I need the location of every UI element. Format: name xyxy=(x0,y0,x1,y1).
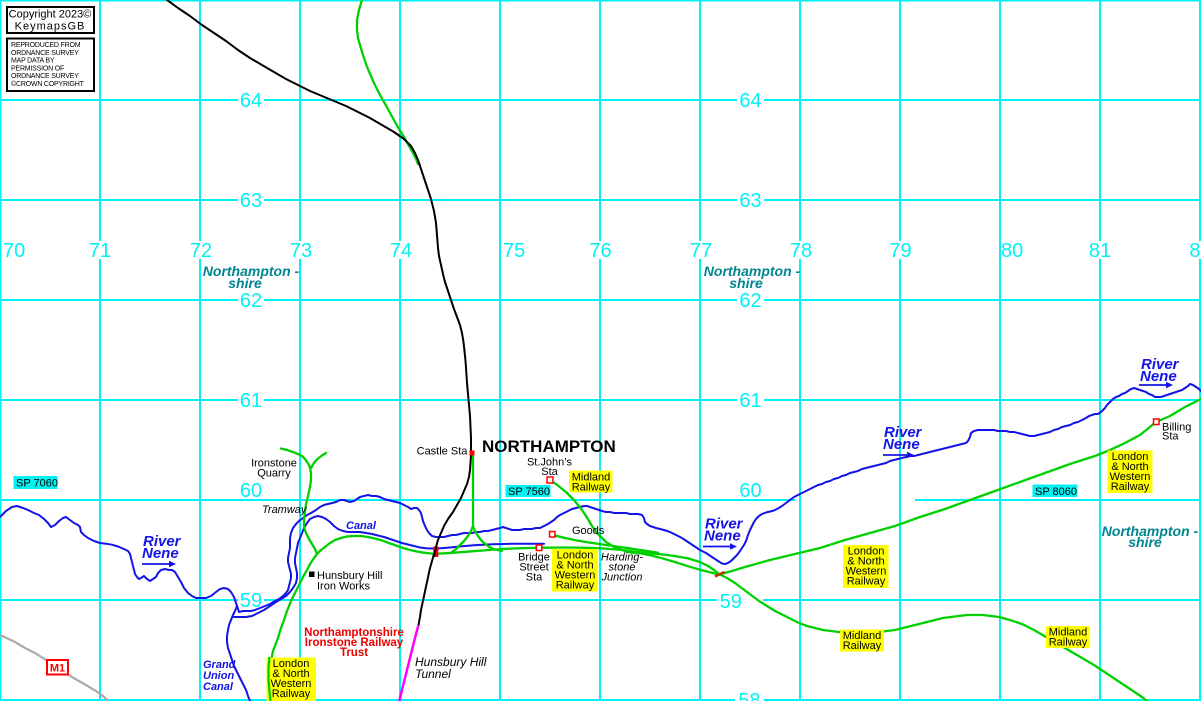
svg-text:shire: shire xyxy=(1128,534,1162,550)
svg-text:61: 61 xyxy=(240,390,262,412)
svg-text:REPRODUCED FROM: REPRODUCED FROM xyxy=(11,42,81,49)
svg-text:Western: Western xyxy=(555,570,596,582)
svg-text:Midland: Midland xyxy=(843,630,882,642)
svg-text:SP 7060: SP 7060 xyxy=(16,478,58,490)
svg-text:Junction: Junction xyxy=(601,572,643,584)
svg-text:Railway: Railway xyxy=(556,580,595,592)
svg-text:76: 76 xyxy=(589,240,611,262)
svg-text:Midland: Midland xyxy=(572,472,611,484)
svg-text:74: 74 xyxy=(390,240,412,262)
svg-text:SP 8060: SP 8060 xyxy=(1035,486,1077,498)
svg-text:MAP DATA BY: MAP DATA BY xyxy=(11,58,55,65)
svg-text:77: 77 xyxy=(690,240,712,262)
svg-text:Railway: Railway xyxy=(847,576,886,588)
svg-text:River Nene: River Nene xyxy=(1140,356,1183,385)
svg-text:Northampton -: Northampton - xyxy=(203,263,300,279)
svg-text:Union: Union xyxy=(203,670,234,682)
svg-text:Western: Western xyxy=(846,566,887,578)
svg-text:Iron Works: Iron Works xyxy=(317,581,370,593)
svg-text:Copyright 2023©: Copyright 2023© xyxy=(9,9,92,21)
svg-text:64: 64 xyxy=(240,90,262,112)
svg-text:Tramway: Tramway xyxy=(262,504,308,516)
svg-text:81: 81 xyxy=(1089,240,1111,262)
svg-text:Railway: Railway xyxy=(272,688,311,700)
svg-text:Sta: Sta xyxy=(526,572,543,584)
svg-text:Western: Western xyxy=(271,678,312,690)
svg-text:79: 79 xyxy=(889,240,911,262)
svg-text:Northampton -: Northampton - xyxy=(1102,523,1199,539)
svg-text:shire: shire xyxy=(729,275,763,291)
svg-text:Railway: Railway xyxy=(1049,637,1088,649)
svg-text:Trust: Trust xyxy=(340,647,368,659)
svg-text:Canal: Canal xyxy=(203,681,234,693)
svg-text:Tunnel: Tunnel xyxy=(415,667,451,681)
svg-text:Ironstone Railway: Ironstone Railway xyxy=(305,637,404,649)
svg-text:75: 75 xyxy=(503,240,525,262)
svg-text:shire: shire xyxy=(228,275,262,291)
svg-text:70: 70 xyxy=(3,240,25,262)
svg-text:Hunsbury Hill: Hunsbury Hill xyxy=(317,570,382,582)
svg-text:River Nene: River Nene xyxy=(142,533,185,562)
svg-text:& North: & North xyxy=(847,556,884,568)
svg-text:Harding-: Harding- xyxy=(601,552,644,564)
svg-text:Quarry: Quarry xyxy=(257,468,291,480)
svg-text:Street: Street xyxy=(519,562,548,574)
svg-text:Northamptonshire: Northamptonshire xyxy=(304,627,404,639)
svg-text:London: London xyxy=(848,546,885,558)
svg-text:59: 59 xyxy=(720,591,742,613)
svg-text:Railway: Railway xyxy=(572,482,611,494)
svg-text:PERMISSION OF: PERMISSION OF xyxy=(11,65,64,72)
svg-text:Railway: Railway xyxy=(843,640,882,652)
svg-text:& North: & North xyxy=(1111,461,1148,473)
svg-text:River Nene: River Nene xyxy=(704,516,747,545)
svg-text:71: 71 xyxy=(89,240,111,262)
svg-text:River Nene: River Nene xyxy=(883,424,926,453)
svg-text:London: London xyxy=(557,550,594,562)
svg-text:62: 62 xyxy=(240,290,262,312)
svg-text:62: 62 xyxy=(739,290,761,312)
svg-text:& North: & North xyxy=(556,560,593,572)
svg-text:64: 64 xyxy=(739,90,761,112)
svg-text:63: 63 xyxy=(739,190,761,212)
svg-text:M1: M1 xyxy=(50,663,65,675)
svg-text:stone: stone xyxy=(609,562,636,574)
svg-text:Railway: Railway xyxy=(1111,481,1150,493)
svg-text:58: 58 xyxy=(738,690,760,701)
svg-text:ORDNANCE SURVEY: ORDNANCE SURVEY xyxy=(11,50,79,57)
svg-text:Billing: Billing xyxy=(1162,422,1191,434)
svg-text:SP 7560: SP 7560 xyxy=(508,486,550,498)
svg-text:60: 60 xyxy=(240,480,262,502)
svg-text:78: 78 xyxy=(790,240,812,262)
svg-text:Northampton -: Northampton - xyxy=(704,263,801,279)
svg-text:61: 61 xyxy=(739,390,761,412)
svg-text:Canal: Canal xyxy=(346,520,377,532)
svg-text:60: 60 xyxy=(739,480,761,502)
svg-text:Midland: Midland xyxy=(1049,627,1088,639)
svg-text:Bridge: Bridge xyxy=(518,552,550,564)
svg-text:London: London xyxy=(273,658,310,670)
svg-text:Hunsbury Hill: Hunsbury Hill xyxy=(415,655,487,669)
svg-text:Castle Sta: Castle Sta xyxy=(417,446,469,458)
svg-text:Sta: Sta xyxy=(541,466,558,478)
svg-text:Goods: Goods xyxy=(572,525,605,537)
svg-text:Western: Western xyxy=(1110,471,1151,483)
svg-text:Grand: Grand xyxy=(203,659,236,671)
svg-text:82: 82 xyxy=(1189,240,1201,262)
svg-text:ORDNANCE SURVEY: ORDNANCE SURVEY xyxy=(11,73,79,80)
svg-text:©CROWN COPYRIGHT: ©CROWN COPYRIGHT xyxy=(11,80,85,88)
svg-text:59: 59 xyxy=(240,590,262,612)
svg-text:& North: & North xyxy=(272,668,309,680)
svg-text:63: 63 xyxy=(240,190,262,212)
svg-text:Ironstone: Ironstone xyxy=(251,458,297,470)
svg-text:73: 73 xyxy=(290,240,312,262)
svg-text:NORTHAMPTON: NORTHAMPTON xyxy=(482,437,616,456)
svg-text:Sta: Sta xyxy=(1162,431,1179,443)
svg-text:80: 80 xyxy=(1001,240,1023,262)
svg-text:London: London xyxy=(1112,451,1149,463)
svg-text:KeymapsGB: KeymapsGB xyxy=(15,21,86,33)
svg-text:72: 72 xyxy=(190,240,212,262)
svg-text:St.John’s: St.John’s xyxy=(527,457,573,469)
